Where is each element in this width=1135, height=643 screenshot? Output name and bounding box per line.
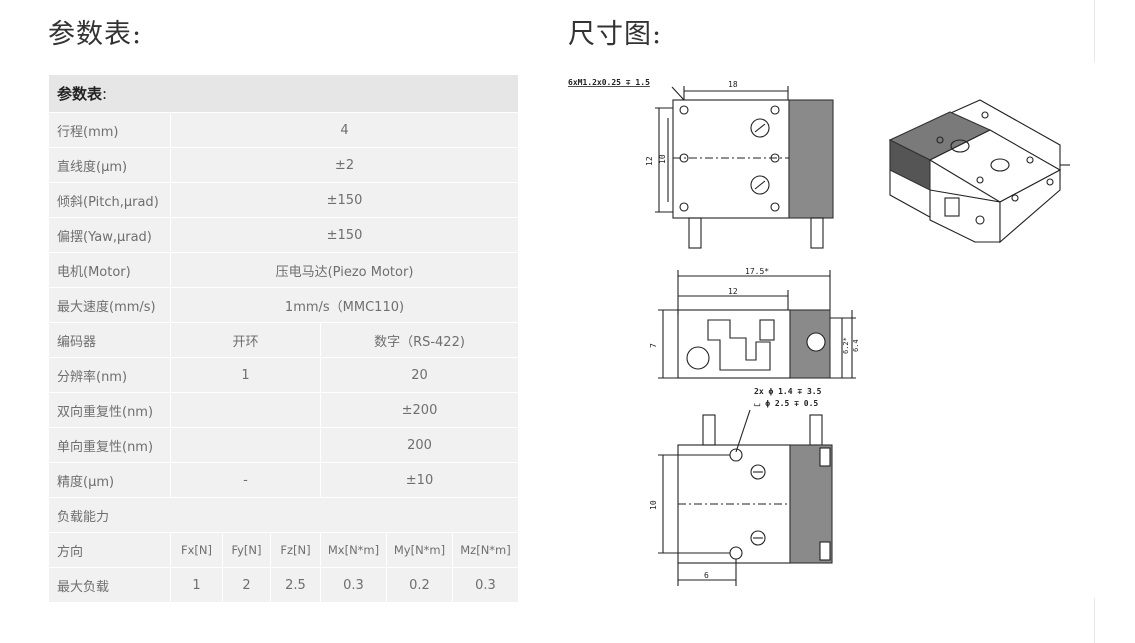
row-label: 倾斜(Pitch,μrad) bbox=[48, 182, 171, 218]
table-row-encoder: 编码器 开环 数字（RS-422) bbox=[48, 322, 520, 358]
dim-6-4-label: 6.4 bbox=[852, 339, 860, 352]
divider-line-bottom bbox=[1094, 598, 1095, 643]
row-value-digital: ±10 bbox=[319, 462, 520, 498]
dim-6-2-label: 6.2* bbox=[842, 337, 850, 354]
params-heading: 参数表: bbox=[48, 19, 143, 50]
load-fy: 2 bbox=[222, 567, 271, 603]
hole-note-2: ⌴ ϕ 2.5 ∓ 0.5 bbox=[754, 399, 818, 408]
dim-7-label: 7 bbox=[649, 343, 658, 348]
table-row-yaw: 偏摆(Yaw,μrad) ±150 bbox=[48, 217, 520, 253]
table-row-stroke: 行程(mm) 4 bbox=[48, 112, 520, 148]
row-value: ±150 bbox=[169, 217, 520, 253]
row-label: 编码器 bbox=[48, 322, 171, 358]
dim-6-label: 6 bbox=[704, 571, 709, 580]
table-title-colon: : bbox=[102, 85, 108, 103]
params-table: 参数表: 行程(mm) 4 直线度(μm) ±2 倾斜(Pitch,μrad) … bbox=[47, 74, 520, 603]
table-title-bold: 参数表 bbox=[57, 85, 103, 103]
row-value-digital: 数字（RS-422) bbox=[319, 322, 520, 358]
dimension-drawings: 6xM1.2x0.25 ∓ 1.5 18 12 10 bbox=[568, 78, 1070, 586]
table-title-row: 参数表: bbox=[47, 74, 520, 113]
dim-17-5-label: 17.5* bbox=[745, 267, 769, 276]
table-row-direction: 方向 Fx[N] Fy[N] Fz[N] Mx[N*m] My[N*m] Mz[… bbox=[48, 532, 520, 568]
row-label: 电机(Motor) bbox=[48, 252, 171, 288]
row-value: ±150 bbox=[169, 182, 520, 218]
row-value-digital: 200 bbox=[319, 427, 520, 463]
row-label: 最大负载 bbox=[48, 567, 171, 603]
table-row-max-load: 最大负载 1 2 2.5 0.3 0.2 0.3 bbox=[48, 567, 520, 603]
top-view-drawing: 6xM1.2x0.25 ∓ 1.5 18 12 10 bbox=[568, 78, 834, 249]
load-mx: 0.3 bbox=[320, 567, 387, 603]
table-row-motor: 电机(Motor) 压电马达(Piezo Motor) bbox=[48, 252, 520, 288]
table-row-load-capacity: 负载能力 bbox=[47, 497, 520, 533]
row-value: 1mm/s（MMC110) bbox=[169, 287, 520, 323]
row-value: 压电马达(Piezo Motor) bbox=[169, 252, 520, 288]
bottom-view-drawing: 2x ϕ 1.4 ∓ 3.5 ⌴ ϕ 2.5 ∓ 0.5 10 6 bbox=[649, 387, 833, 586]
row-value-digital: ±200 bbox=[319, 392, 520, 428]
dim-10b-label: 10 bbox=[649, 500, 658, 510]
table-row-accuracy: 精度(μm) - ±10 bbox=[48, 462, 520, 498]
dim-10-label: 10 bbox=[658, 154, 667, 164]
side-view-drawing: 17.5* 12 7 6.2* 6.4 bbox=[649, 267, 860, 379]
table-title: 参数表: bbox=[47, 74, 520, 113]
row-label: 方向 bbox=[48, 532, 171, 568]
row-label: 分辨率(nm) bbox=[48, 357, 171, 393]
table-row-unidirectional-repeatability: 单向重复性(nm) 200 bbox=[48, 427, 520, 463]
direction-fy: Fy[N] bbox=[222, 532, 271, 568]
row-label: 偏摆(Yaw,μrad) bbox=[48, 217, 171, 253]
isometric-view-drawing bbox=[888, 99, 1070, 244]
table-row-straightness: 直线度(μm) ±2 bbox=[48, 147, 520, 183]
row-label: 直线度(μm) bbox=[48, 147, 171, 183]
thread-note-label: 6xM1.2x0.25 ∓ 1.5 bbox=[568, 78, 650, 87]
row-label: 单向重复性(nm) bbox=[48, 427, 171, 463]
row-value: ±2 bbox=[169, 147, 520, 183]
dimensions-heading: 尺寸图: bbox=[568, 19, 663, 50]
load-mz: 0.3 bbox=[451, 567, 520, 603]
dim-12b-label: 12 bbox=[728, 287, 738, 296]
motor-block bbox=[788, 99, 834, 219]
row-value-openloop bbox=[170, 427, 321, 463]
row-value-openloop bbox=[170, 392, 321, 428]
direction-fz: Fz[N] bbox=[270, 532, 321, 568]
row-label: 双向重复性(nm) bbox=[48, 392, 171, 428]
row-value-digital: 20 bbox=[319, 357, 520, 393]
direction-my: My[N*m] bbox=[386, 532, 453, 568]
row-value: 4 bbox=[169, 112, 520, 148]
direction-fx: Fx[N] bbox=[170, 532, 223, 568]
direction-mz: Mz[N*m] bbox=[451, 532, 520, 568]
load-fx: 1 bbox=[170, 567, 223, 603]
load-my: 0.2 bbox=[386, 567, 453, 603]
row-label: 精度(μm) bbox=[48, 462, 171, 498]
divider-line-top bbox=[1094, 0, 1095, 62]
row-value-openloop: 开环 bbox=[170, 322, 321, 358]
table-row-pitch: 倾斜(Pitch,μrad) ±150 bbox=[48, 182, 520, 218]
row-label: 行程(mm) bbox=[48, 112, 171, 148]
row-value-openloop: - bbox=[170, 462, 321, 498]
row-label: 最大速度(mm/s) bbox=[48, 287, 171, 323]
row-value-openloop: 1 bbox=[170, 357, 321, 393]
direction-mx: Mx[N*m] bbox=[320, 532, 387, 568]
table-row-bidirectional-repeatability: 双向重复性(nm) ±200 bbox=[48, 392, 520, 428]
row-label: 负载能力 bbox=[47, 497, 520, 533]
table-row-max-speed: 最大速度(mm/s) 1mm/s（MMC110) bbox=[48, 287, 520, 323]
table-row-resolution: 分辨率(nm) 1 20 bbox=[48, 357, 520, 393]
hole-note-1: 2x ϕ 1.4 ∓ 3.5 bbox=[754, 387, 822, 396]
dim-12-label: 12 bbox=[645, 156, 654, 166]
load-fz: 2.5 bbox=[270, 567, 321, 603]
dim-18-label: 18 bbox=[728, 80, 738, 89]
